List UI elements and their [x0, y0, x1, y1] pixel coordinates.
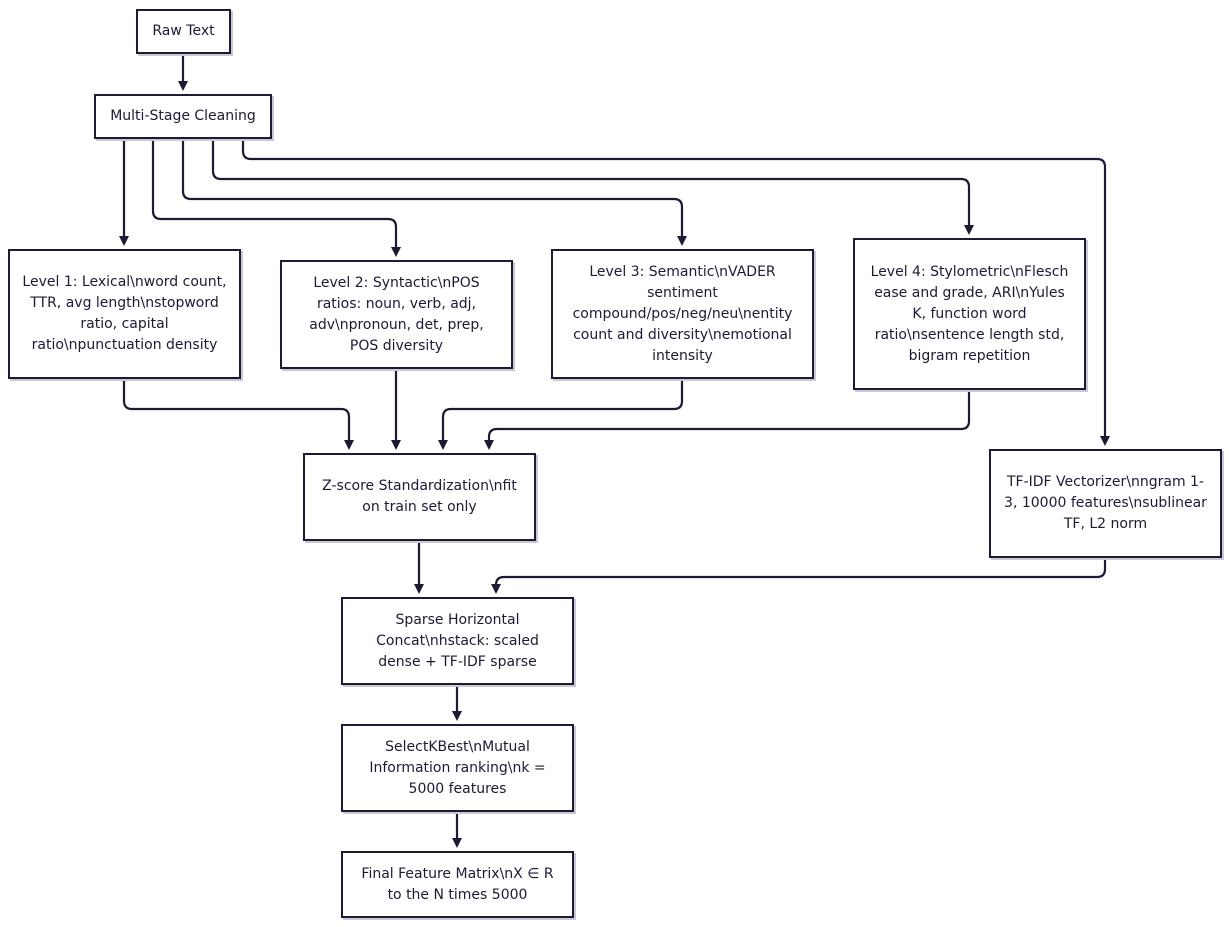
level3-semantic-node: Level 3: Semantic\nVADER sentiment compo…	[551, 249, 814, 379]
edge-level4-to-zscore	[484, 390, 971, 450]
zscore-standardization-label: Z-score Standardization\nfit on train se…	[322, 478, 517, 515]
raw-text-label: Raw Text	[152, 23, 215, 39]
edge-cleaning-to-level3	[181, 139, 687, 246]
raw-text-node: Raw Text	[136, 9, 231, 54]
sparse-concat-node: Sparse Horizontal Concat\nhstack: scaled…	[341, 597, 574, 685]
tfidf-vectorizer-node: TF-IDF Vectorizer\nngram 1-3, 10000 feat…	[989, 449, 1222, 558]
edge-level1-to-zscore	[122, 379, 354, 450]
edge-level3-to-zscore	[438, 379, 684, 450]
edge-cleaning-to-tfidf	[241, 139, 1110, 446]
selectkbest-label: SelectKBest\nMutual Information ranking\…	[369, 738, 546, 797]
multi-stage-cleaning-label: Multi-Stage Cleaning	[110, 108, 256, 124]
tfidf-vectorizer-label: TF-IDF Vectorizer\nngram 1-3, 10000 feat…	[1004, 474, 1207, 532]
sparse-concat-label: Sparse Horizontal Concat\nhstack: scaled…	[376, 611, 539, 670]
level3-semantic-label: Level 3: Semantic\nVADER sentiment compo…	[572, 263, 793, 364]
level1-lexical-label: Level 1: Lexical\nword count, TTR, avg l…	[22, 274, 227, 353]
level4-stylometric-label: Level 4: Stylometric\nFlesch ease and gr…	[870, 263, 1069, 364]
level4-stylometric-node: Level 4: Stylometric\nFlesch ease and gr…	[853, 238, 1086, 390]
edge-cleaning-to-level2	[151, 139, 401, 257]
final-feature-matrix-label: Final Feature Matrix\nX ∈ R to the N tim…	[361, 865, 554, 903]
level2-syntactic-node: Level 2: Syntactic\nPOS ratios: noun, ve…	[280, 260, 513, 369]
multi-stage-cleaning-node: Multi-Stage Cleaning	[94, 94, 272, 139]
edge-cleaning-to-level4	[211, 139, 974, 235]
level1-lexical-node: Level 1: Lexical\nword count, TTR, avg l…	[8, 249, 241, 379]
selectkbest-node: SelectKBest\nMutual Information ranking\…	[341, 724, 574, 812]
zscore-standardization-node: Z-score Standardization\nfit on train se…	[303, 453, 536, 541]
edge-tfidf-to-concat	[491, 558, 1107, 594]
level2-syntactic-label: Level 2: Syntactic\nPOS ratios: noun, ve…	[309, 274, 484, 354]
final-feature-matrix-node: Final Feature Matrix\nX ∈ R to the N tim…	[341, 851, 574, 918]
